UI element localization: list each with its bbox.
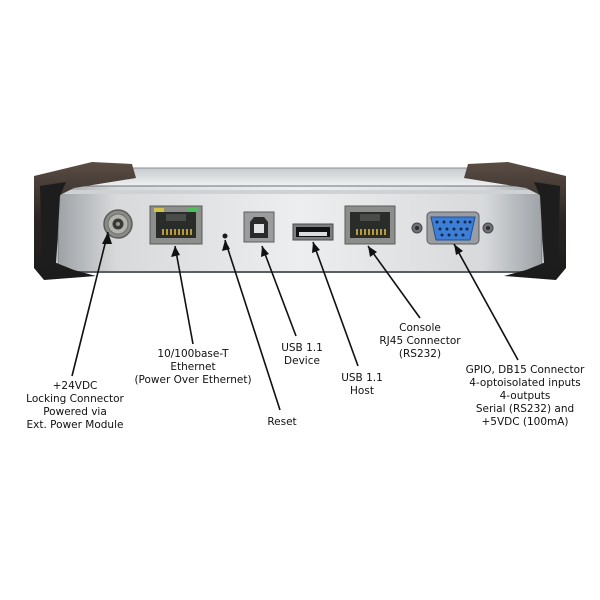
usb-host-leader-line [312,241,359,367]
leader-arrowheads [102,232,463,257]
right-mounting-bracket [464,162,566,280]
console-label-line-3: (RS232) [398,348,442,360]
console-port-icon [344,205,396,245]
reset-label-line-1: Reset [267,416,297,428]
ethernet-port-icon [149,205,203,245]
reset-leader-line [224,239,281,411]
gpio-label: GPIO, DB15 Connector 4-optoisolated inpu… [455,364,595,429]
usb-device-port-icon [243,211,275,243]
reset-label: Reset [252,416,312,429]
power-leader-line [71,231,109,377]
ethernet-label-line-3: (Power Over Ethernet) [134,374,252,386]
console-label: Console RJ45 Connector (RS232) [370,322,470,361]
console-label-line-1: Console [399,322,441,334]
gpio-label-line-3: 4-outputs [499,390,551,402]
gpio-leader-line [453,243,519,361]
ethernet-label: 10/100base-T Ethernet (Power Over Ethern… [128,348,258,387]
usb-device-leader-line [261,245,297,337]
power-connector-icon [103,209,133,239]
console-label-line-2: RJ45 Connector [379,335,461,347]
ethernet-label-line-1: 10/100base-T [157,348,229,360]
power-connector-label: +24VDC Locking Connector Powered via Ext… [20,380,130,432]
gpio-label-line-1: GPIO, DB15 Connector [465,364,585,376]
ethernet-label-line-2: Ethernet [170,361,216,373]
usb-device-label-line-1: USB 1.1 [281,342,323,354]
reset-button-icon [222,233,228,239]
gpio-label-line-2: 4-optoisolated inputs [469,377,581,389]
usb-device-label-line-2: Device [284,355,320,367]
gpio-label-line-4: Serial (RS232) and [475,403,575,415]
power-label-line-1: +24VDC [52,380,98,392]
power-label-line-3: Powered via [43,406,107,418]
usb-host-label: USB 1.1 Host [330,372,394,398]
left-mounting-bracket [34,162,136,280]
db15-connector-icon [411,211,494,245]
chassis-top [68,167,532,187]
ethernet-leader-line [174,245,194,345]
power-label-line-4: Ext. Power Module [26,419,124,431]
usb-host-port-icon [292,223,334,241]
usb-device-label: USB 1.1 Device [270,342,334,368]
usb-host-label-line-2: Host [350,385,374,397]
console-leader-line [367,245,421,319]
gpio-label-line-5: +5VDC (100mA) [481,416,569,428]
usb-host-label-line-1: USB 1.1 [341,372,383,384]
power-label-line-2: Locking Connector [26,393,124,405]
leader-lines [71,231,519,411]
